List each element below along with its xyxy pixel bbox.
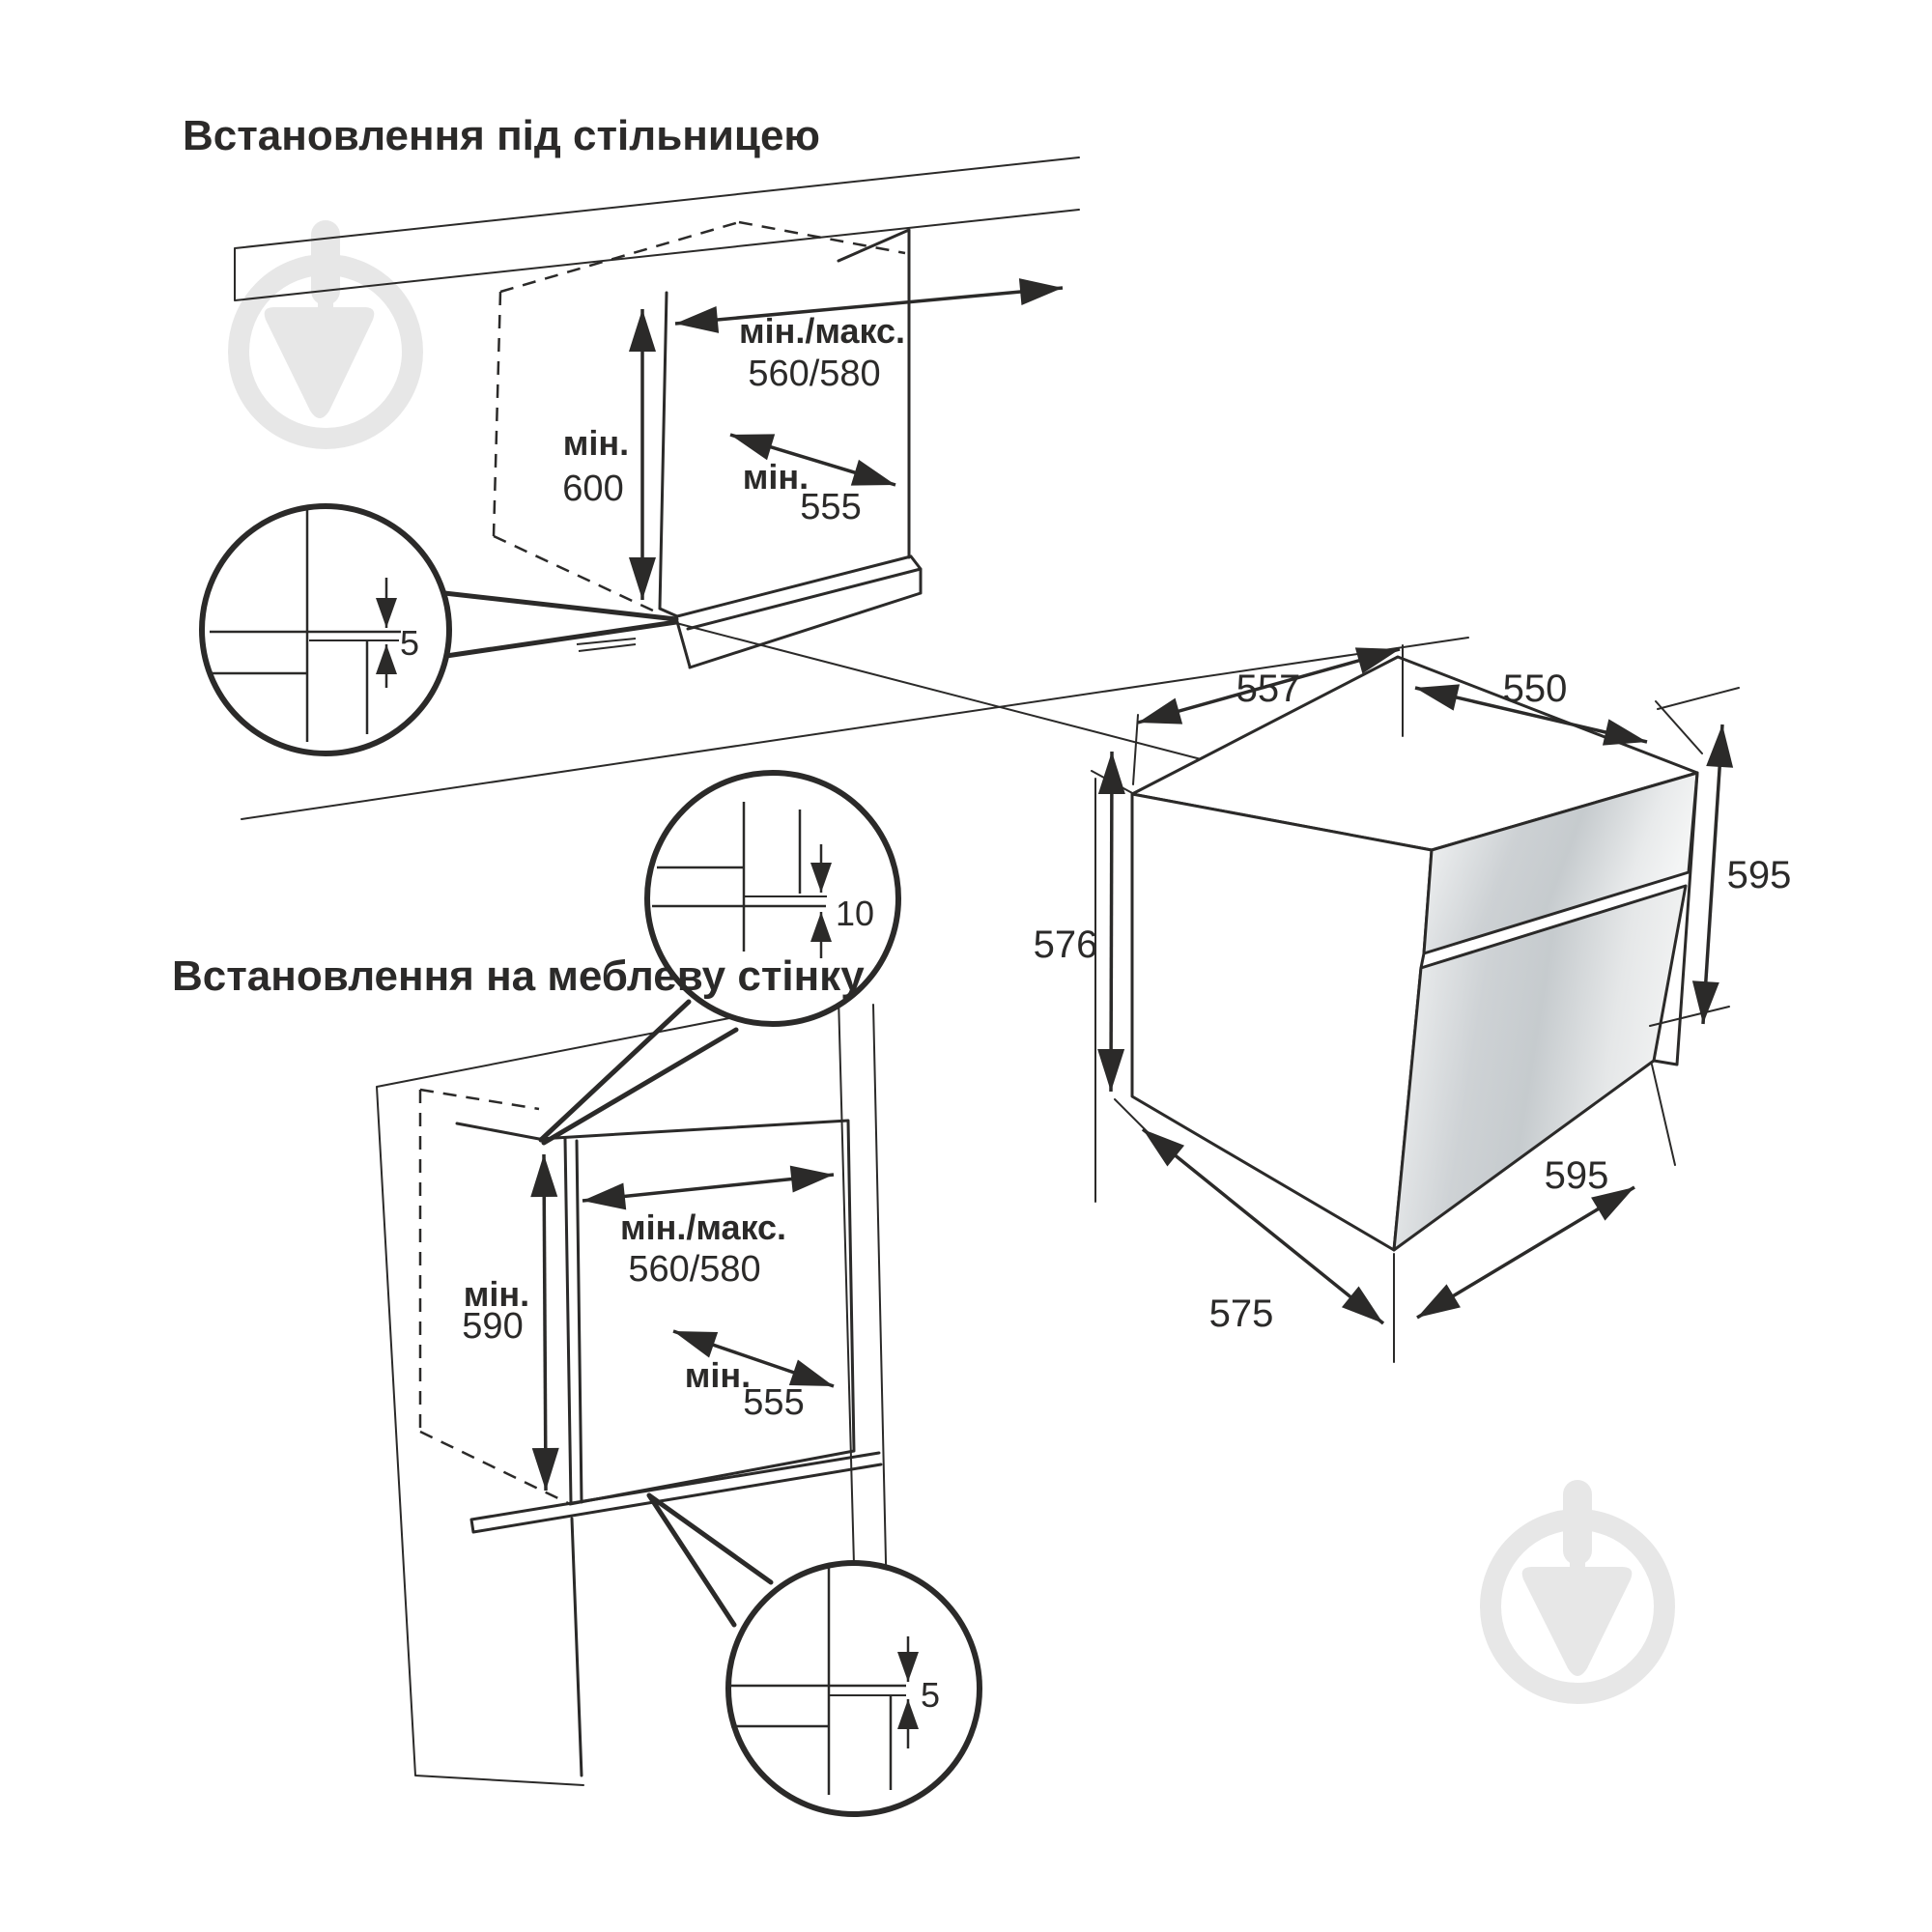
- height-value: 600: [562, 469, 623, 509]
- back-height-value: 576: [1034, 923, 1098, 966]
- bottom-gap-value: 5: [921, 1675, 940, 1715]
- detail-circle-gap5: [199, 503, 452, 756]
- width-label: мін./макс.: [739, 311, 905, 351]
- bottom-depth-arrow: [1141, 1127, 1385, 1325]
- bottom-width-value: 595: [1545, 1154, 1609, 1197]
- oven-dimension-drawing: 557 550 576 595 575 595: [1034, 644, 1792, 1363]
- oven-control-panel: [1422, 771, 1699, 955]
- diagram-under-countertop: Встановлення під стільницею мін./макс. 5…: [183, 112, 1469, 822]
- diagram-furniture-wall: Встановлення на меблеву стінку мін./макс…: [172, 770, 982, 1817]
- section-title: Встановлення на меблеву стінку: [172, 952, 865, 1000]
- depth-value: 555: [743, 1382, 804, 1423]
- back-height-arrow: [1097, 751, 1125, 1093]
- width-value: 560/580: [628, 1249, 760, 1290]
- top-width-value: 550: [1503, 668, 1568, 710]
- niche-left-edge: [563, 1137, 583, 1505]
- top-gap-value: 10: [836, 894, 874, 933]
- detail-lines: [210, 509, 401, 742]
- column-outline: [376, 996, 892, 1786]
- detail-lines: [652, 802, 826, 952]
- bottom-width-arrow: [1416, 1185, 1635, 1320]
- brand-watermark-icon: [228, 220, 423, 449]
- countertop-outline: [234, 156, 1080, 301]
- plinth: [674, 554, 923, 669]
- depth-value: 555: [800, 487, 861, 527]
- height-value: 590: [462, 1306, 523, 1347]
- depth-label: мін.: [685, 1355, 751, 1395]
- depth-dimension-arrow: [729, 433, 896, 487]
- section-title: Встановлення під стільницею: [183, 112, 820, 159]
- top-width-arrow: [1414, 684, 1648, 746]
- width-label: мін./макс.: [620, 1208, 786, 1247]
- niche-opening: [455, 1119, 856, 1506]
- gap-edge-lines: [576, 638, 637, 652]
- niche-hidden-edges: [418, 1088, 569, 1505]
- top-depth-arrow: [1137, 647, 1401, 724]
- front-height-value: 595: [1727, 854, 1792, 896]
- niche-hidden-edges: [492, 220, 906, 613]
- detail-lines: [731, 1563, 906, 1795]
- width-value: 560/580: [748, 354, 880, 394]
- height-label: мін.: [464, 1274, 529, 1314]
- height-dimension-arrow: [530, 1153, 559, 1492]
- oven-left-face: [1130, 792, 1434, 1252]
- depth-label: мін.: [743, 457, 809, 497]
- width-dimension-arrow: [674, 278, 1064, 333]
- shelf: [469, 1451, 883, 1777]
- detail-callout-wedge: [646, 1492, 774, 1628]
- gap-value: 5: [400, 623, 419, 663]
- depth-dimension-arrow: [672, 1329, 835, 1388]
- top-depth-value: 557: [1236, 668, 1301, 710]
- detail-circle-gap10: [644, 770, 901, 1027]
- width-dimension-arrow: [582, 1165, 835, 1210]
- detail-circle-gap5: [725, 1560, 982, 1817]
- detail-callout-wedge: [441, 590, 679, 659]
- detail-callout-wedge: [538, 999, 739, 1146]
- bottom-depth-value: 575: [1209, 1293, 1274, 1335]
- height-label: мін.: [563, 423, 629, 463]
- niche-front-left-edge: [658, 291, 679, 618]
- brand-watermark-icon: [1480, 1480, 1675, 1704]
- front-height-arrow: [1691, 724, 1734, 1025]
